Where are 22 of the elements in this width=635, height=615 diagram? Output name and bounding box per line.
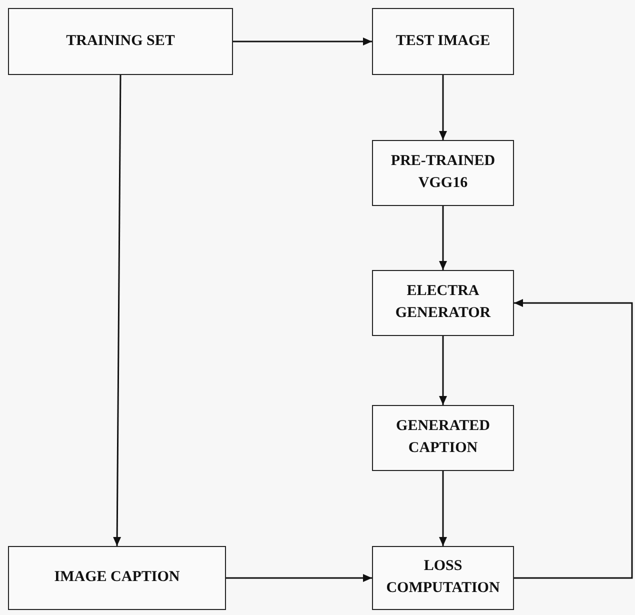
arrow bbox=[514, 299, 633, 579]
box-label: TRAINING SET bbox=[65, 32, 176, 51]
arrow bbox=[233, 38, 372, 46]
process-box bbox=[372, 546, 514, 610]
box-label: LOSS COMPUTATION bbox=[385, 557, 501, 598]
box-label: GENERATED CAPTION bbox=[395, 417, 491, 458]
box-label: PRE-TRAINED VGG16 bbox=[390, 152, 496, 193]
arrow bbox=[439, 336, 447, 405]
arrow bbox=[439, 206, 447, 270]
box-label: TEST IMAGE bbox=[394, 32, 492, 51]
arrow bbox=[226, 574, 372, 582]
process-box bbox=[372, 140, 514, 206]
arrow bbox=[113, 75, 122, 546]
arrow bbox=[439, 471, 447, 546]
arrow bbox=[439, 75, 447, 140]
process-box bbox=[372, 8, 514, 75]
process-box bbox=[8, 8, 233, 75]
box-label: IMAGE CAPTION bbox=[53, 568, 181, 588]
box-label: ELECTRA GENERATOR bbox=[394, 282, 492, 323]
process-box bbox=[372, 405, 514, 471]
process-box bbox=[8, 546, 226, 610]
process-box bbox=[372, 270, 514, 336]
